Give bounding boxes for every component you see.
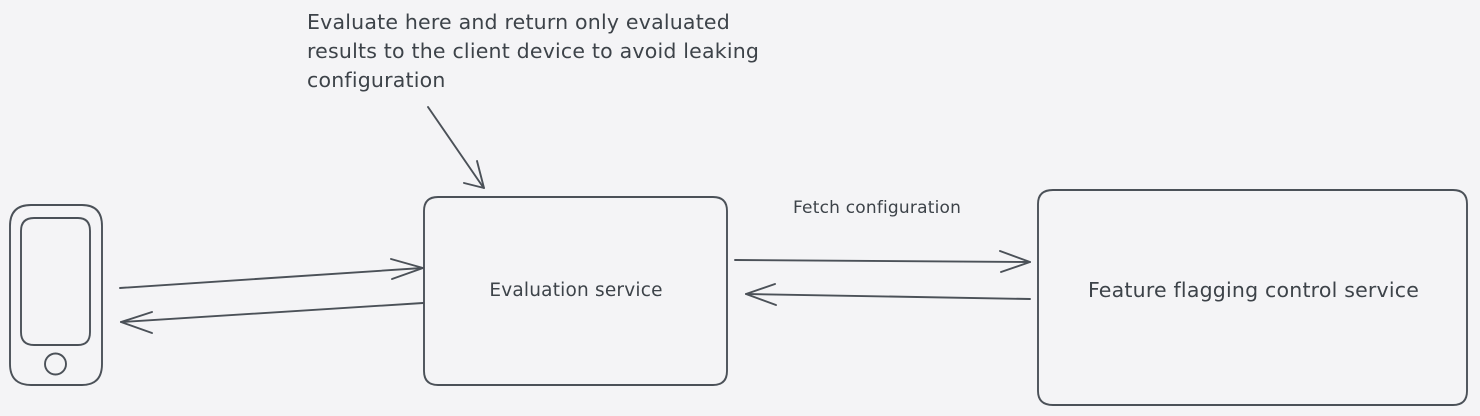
arrow-device-to-evaluation — [119, 258, 424, 289]
arrow-evaluation-to-control — [734, 250, 1031, 273]
edge-label-fetch-configuration: Fetch configuration — [793, 198, 962, 218]
evaluation-service-box[interactable] — [423, 196, 728, 386]
phone-body — [9, 204, 103, 386]
client-device-phone-icon[interactable] — [9, 204, 103, 386]
arrow-evaluation-to-device — [120, 302, 424, 334]
phone-home-button — [44, 352, 67, 376]
arrow-annotation-to-evaluation — [427, 106, 485, 189]
node-label-evaluation-service: Evaluation service — [489, 280, 663, 301]
annotation-note-text: Evaluate here and return only evaluated … — [307, 10, 760, 92]
feature-flagging-control-service-box[interactable] — [1037, 189, 1468, 406]
phone-screen — [20, 217, 91, 346]
arrow-control-to-evaluation — [745, 283, 1031, 306]
node-label-feature-flagging-control-service: Feature flagging control service — [1087, 278, 1420, 302]
